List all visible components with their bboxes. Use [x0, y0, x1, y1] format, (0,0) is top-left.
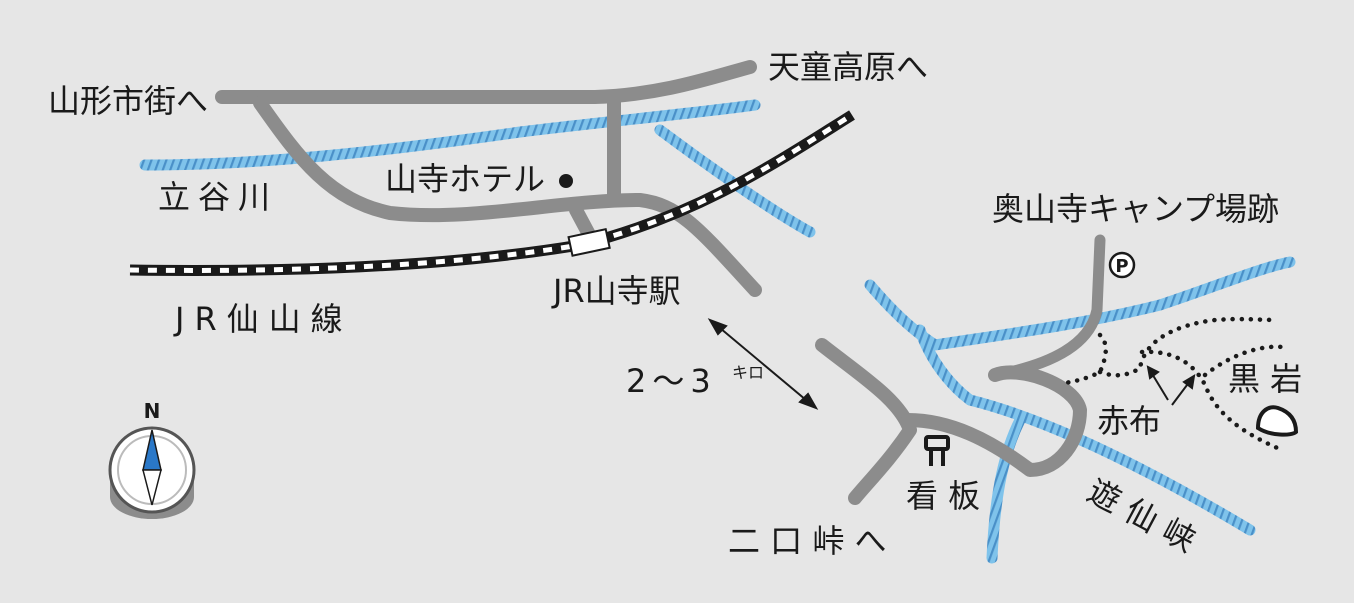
compass-icon: N — [108, 399, 196, 519]
hotel-dot-icon — [559, 174, 573, 188]
road-main-top — [215, 60, 757, 104]
lower-river — [986, 414, 1026, 564]
label-signboard: 看 板 — [906, 477, 980, 515]
akanuno-arrows — [1146, 365, 1196, 406]
signboard-icon — [924, 435, 950, 466]
yusenkyo-river — [964, 394, 1256, 536]
rock-icon — [1255, 405, 1299, 437]
roads — [215, 60, 1106, 505]
label-akanuno: 赤布 — [1097, 402, 1161, 440]
label-yamagata: 山形市街へ — [48, 82, 208, 120]
distance-arrow — [707, 318, 819, 410]
label-senzan-line: JR仙山線 — [173, 300, 353, 338]
road-to-parking — [989, 234, 1106, 381]
label-distance: 2～3 — [626, 362, 717, 400]
station-icon — [567, 228, 611, 257]
label-distance-unit: キロ — [732, 363, 764, 382]
upper-river-drop — [914, 324, 976, 406]
label-kuroiwa: 黒 岩 — [1228, 360, 1302, 398]
compass-north-label: N — [144, 399, 161, 423]
road-loop — [901, 365, 1087, 477]
label-tendo: 天童高原へ — [768, 48, 928, 86]
trails — [1057, 316, 1285, 453]
label-futakuchi: 二 口 峠 へ — [728, 522, 887, 560]
label-hotel: 山寺ホテル — [385, 160, 545, 198]
road-curve — [253, 96, 762, 297]
label-tachiya-river: 立谷川 — [158, 178, 278, 216]
label-yusenkyo: 遊 仙 峡 — [1081, 472, 1202, 560]
tachiya-river — [139, 99, 761, 171]
railway — [129, 110, 855, 276]
road-south — [815, 338, 917, 505]
label-station: JR山寺駅 — [551, 272, 681, 310]
parking-letter: P — [1115, 256, 1128, 277]
parking-icon: P — [1108, 251, 1136, 279]
rivers — [139, 99, 1296, 564]
label-camp: 奥山寺キャンプ場跡 — [992, 190, 1279, 228]
